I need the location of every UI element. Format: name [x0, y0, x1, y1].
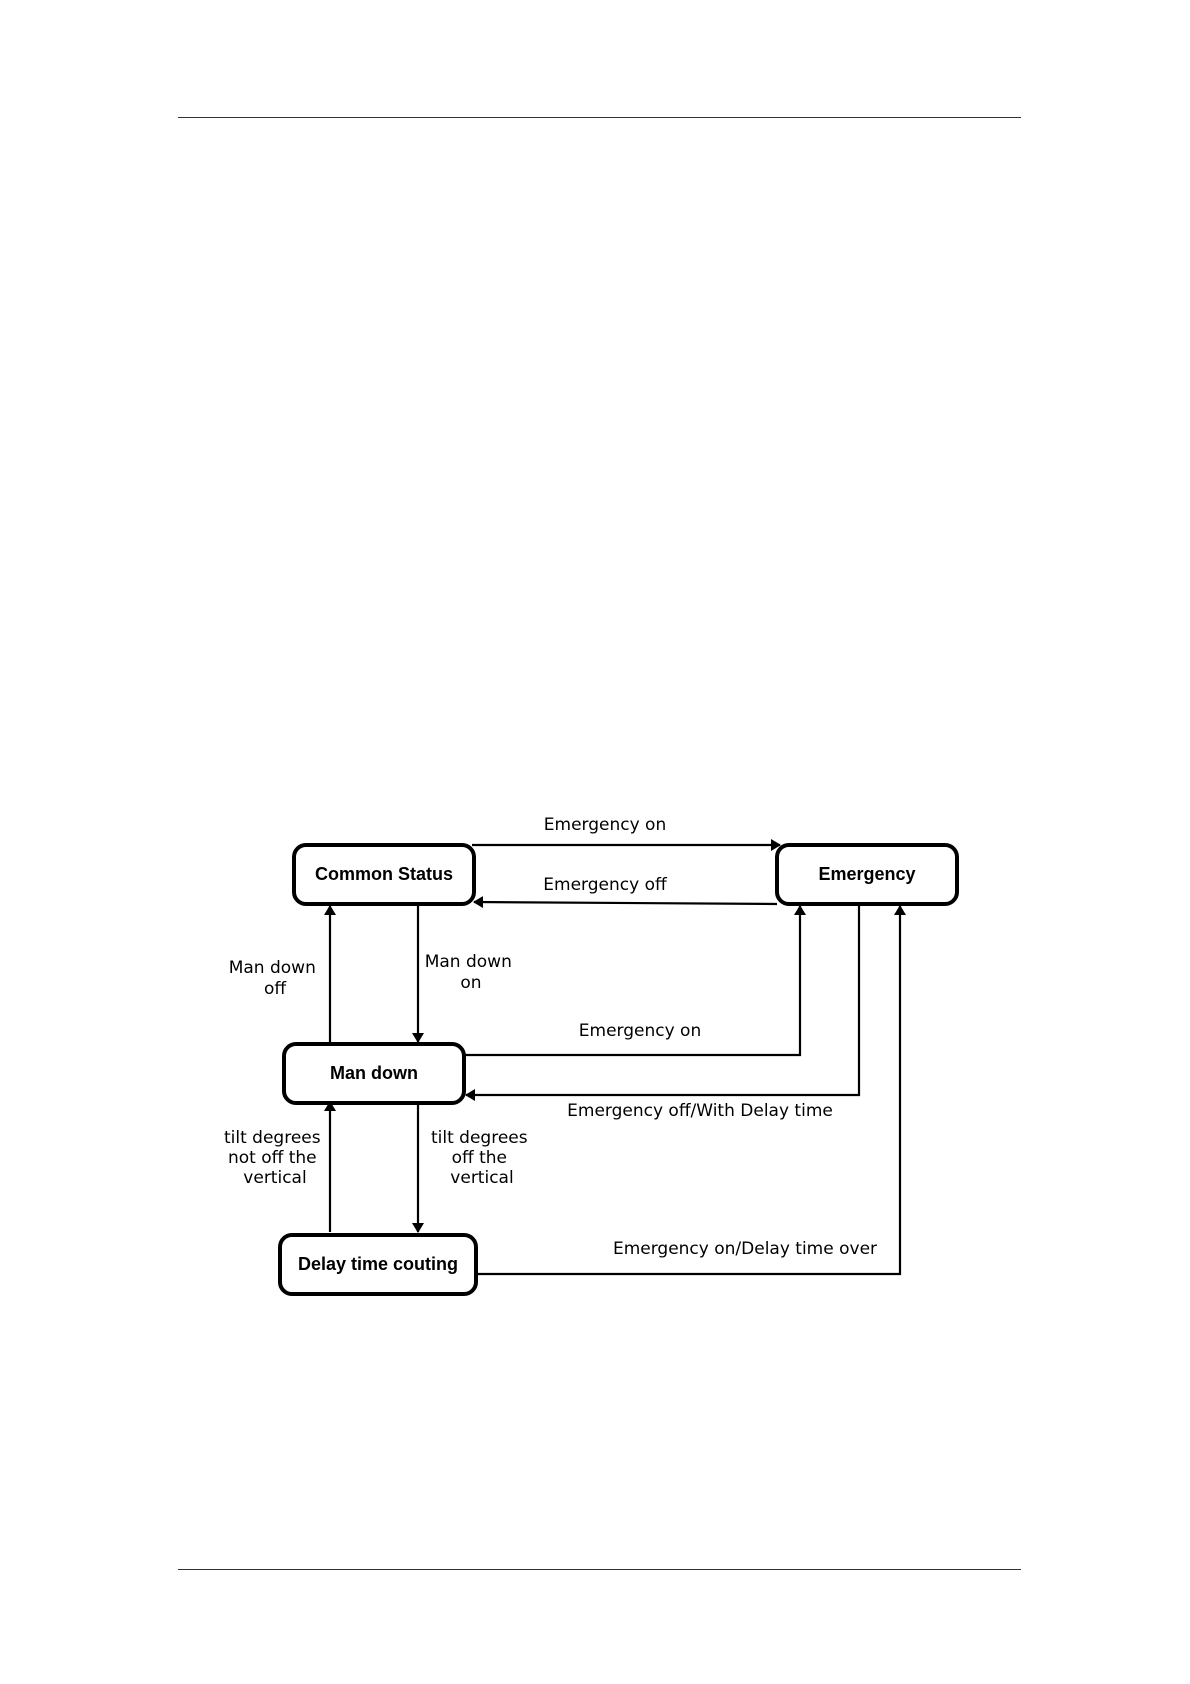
node-emergency: Emergency	[777, 845, 957, 904]
label-line: vertical	[450, 1168, 513, 1188]
label-line: Man down	[229, 958, 316, 978]
label-mandown-to-delay: tilt degrees off the vertical	[431, 1128, 533, 1188]
label-line: off	[264, 979, 287, 999]
label-delay-to-emergency: Emergency on/Delay time over	[613, 1239, 877, 1259]
node-man-down-label: Man down	[330, 1063, 418, 1083]
node-emergency-label: Emergency	[818, 864, 915, 884]
label-emergency-to-mandown: Emergency off/With Delay time	[567, 1101, 833, 1121]
node-delay-time-couting: Delay time couting	[280, 1235, 476, 1294]
edge-emergency-to-common	[474, 902, 777, 904]
label-mandown-to-emergency: Emergency on	[579, 1021, 701, 1041]
label-common-to-mandown: Man down on	[425, 952, 518, 993]
node-delay-time-couting-label: Delay time couting	[298, 1254, 458, 1274]
label-delay-to-mandown: tilt degrees not off the vertical	[224, 1128, 326, 1188]
node-man-down: Man down	[284, 1044, 464, 1103]
label-line: not off the	[228, 1148, 317, 1168]
edge-delay-to-emergency	[476, 906, 900, 1274]
label-line: vertical	[243, 1168, 306, 1188]
node-common-status-label: Common Status	[315, 864, 453, 884]
label-common-to-emergency: Emergency on	[544, 815, 666, 835]
label-line: tilt degrees	[224, 1128, 321, 1148]
label-line: on	[460, 973, 481, 993]
label-line: off the	[452, 1148, 507, 1168]
label-emergency-to-common: Emergency off	[543, 875, 668, 895]
node-common-status: Common Status	[294, 845, 474, 904]
label-line: Man down	[425, 952, 512, 972]
label-line: tilt degrees	[431, 1128, 528, 1148]
label-mandown-to-common: Man down off	[229, 958, 322, 999]
